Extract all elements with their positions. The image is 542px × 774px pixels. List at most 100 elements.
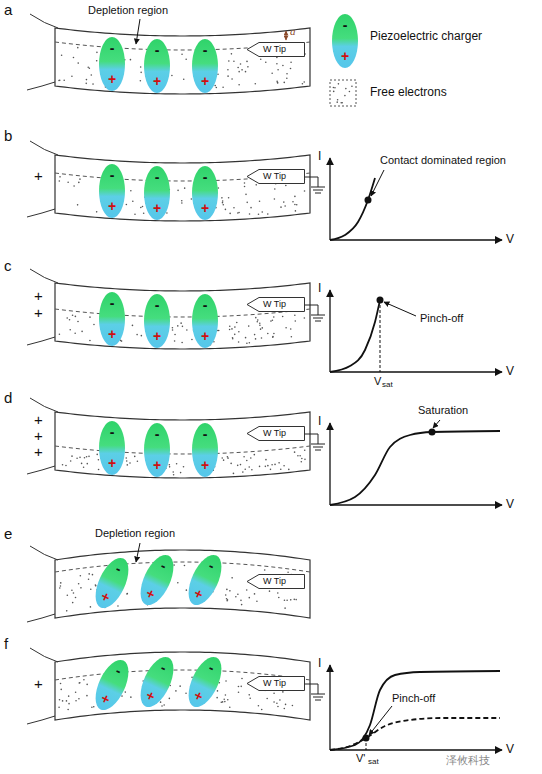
electron-dot [295,599,297,601]
electron-dot [241,69,243,71]
electron-dot [77,62,79,64]
electron-dot [173,564,175,566]
electron-dot [223,459,225,461]
electron-dot [259,325,261,327]
electron-dot [80,587,82,589]
electron-dot [299,455,301,457]
charge-ellipse-shape [192,423,218,477]
electron-dot [217,330,219,332]
piezo-charge: -+ [99,421,125,475]
electron-dot [290,599,292,601]
electron-dot [242,471,244,473]
electrode-wire [30,14,58,28]
electron-dot [277,592,279,594]
electron-dot [71,455,73,457]
electron-dot [126,593,128,595]
electron-dot [140,80,142,82]
electron-dot [121,340,123,342]
electron-dot [304,450,306,452]
electron-dot [221,197,223,199]
nanowire-panel [27,14,310,94]
electron-dot [282,316,284,318]
charge-sign: + [153,329,161,343]
electron-dot [282,691,284,693]
electron-dot [177,582,179,584]
piezo-charge: -+ [99,37,125,91]
piezo-charge: -+ [99,164,125,218]
panel-letter: + [34,412,43,429]
w-tip: W Tip [247,574,305,589]
electron-dot [87,66,89,68]
label: V [506,743,514,756]
electron-dot [229,213,231,215]
electron-dot [283,465,285,467]
electron-dot [265,61,267,63]
leader-arrow [136,543,140,562]
electron-dot [134,213,136,215]
tip-shape [247,298,305,312]
electron-dot [236,322,238,324]
charge-ellipse-shape [144,423,170,477]
electron-dot [93,324,95,326]
panel-letter: e [4,526,12,543]
electron-dot [166,212,168,214]
electron-dot [295,210,297,212]
tip-label: W Tip [263,429,301,438]
w-tip: W Tip [247,676,305,691]
charge-sign: - [203,43,208,57]
pinch-off-marker [380,300,381,372]
electron-dot [127,464,129,466]
electron-dot [86,456,88,458]
electron-dot [174,334,176,336]
legend-text: Piezoelectric charger [370,30,482,43]
electron-dot [229,706,231,708]
electron-dot [238,331,240,333]
electron-dot [261,327,263,329]
electron-dot [254,83,256,85]
electron-dot [246,61,248,63]
electron-dot [66,317,68,319]
piezo-charge: -+ [192,39,218,93]
label: Pinch-off [392,692,435,704]
electron-dot [181,342,183,344]
electron-dot [222,200,224,202]
electron-dot [66,610,68,612]
electron-dot [250,207,252,209]
electron-dot [60,585,62,587]
electron-dot [89,316,91,318]
tip-label: W Tip [263,300,301,309]
leader-arrow [371,170,384,196]
electron-dot [92,83,94,85]
electron-dot [250,457,252,459]
electron-dot [267,333,269,335]
electron-dot [60,689,62,691]
electron-dot [245,71,247,73]
electron-dot [143,212,145,214]
electron-dot [227,69,229,71]
electron-dot [267,213,269,215]
label: Saturation [418,404,468,416]
electrode-wire [30,546,58,560]
electron-dot [125,457,127,459]
electron-dot [232,338,234,340]
piezo-charge: -+ [192,423,218,477]
electron-dot [238,71,240,73]
electrode-wire [27,209,55,217]
piezo-charge: -+ [144,423,170,477]
electron-dot [237,465,239,467]
free-electrons [62,450,306,476]
electron-dot [218,330,220,332]
electron-dot [86,684,88,686]
electron-dot [223,699,225,701]
charge-sign: - [155,298,160,312]
electron-dot [272,336,274,338]
electron-dot [72,602,74,604]
electron-dot [214,85,216,87]
electron-dot [75,597,77,599]
electron-dot [134,456,136,458]
electron-dot [301,458,303,460]
panel-letter: d [4,390,12,407]
electron-dot [217,74,219,76]
charge-ellipse-shape [192,39,218,93]
electron-dot [238,341,240,343]
